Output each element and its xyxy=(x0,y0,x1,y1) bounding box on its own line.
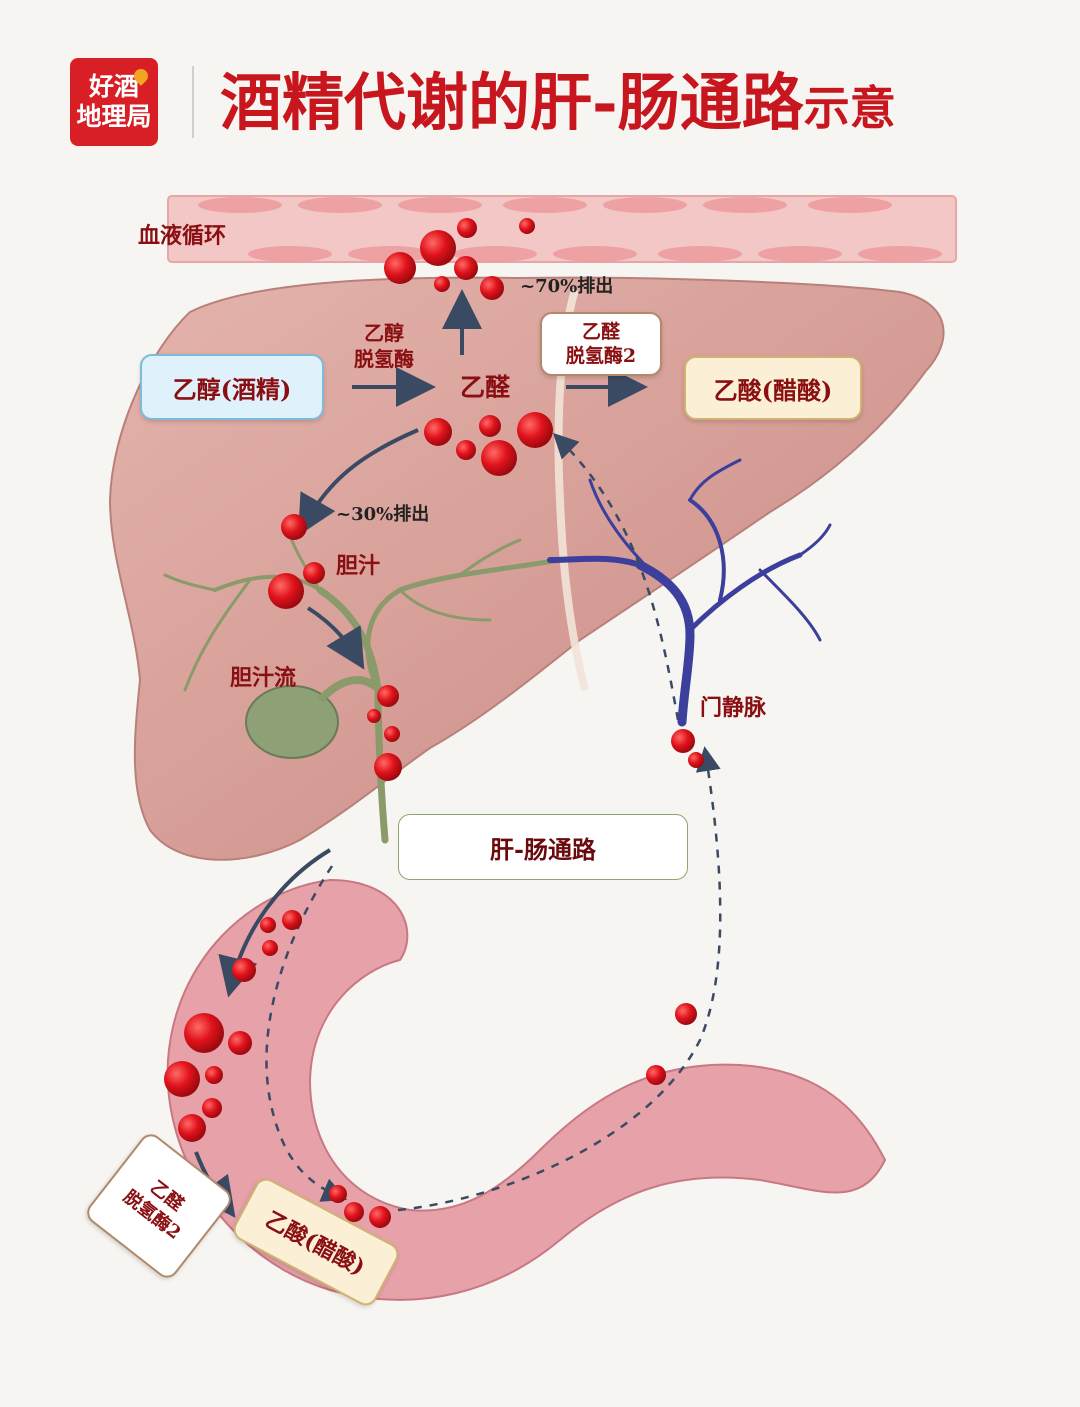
alcohol-molecule xyxy=(184,1013,224,1053)
alcohol-molecule xyxy=(454,256,478,280)
brand-logo: 好酒 地理局 xyxy=(70,58,158,146)
alcohol-molecule xyxy=(205,1066,223,1084)
alcohol-molecule xyxy=(519,218,535,234)
enzyme-aldh2-box: 乙醛 脱氢酶2 xyxy=(540,312,662,376)
gallbladder xyxy=(245,685,339,759)
cystic-duct xyxy=(317,676,383,703)
logo-line-1: 好酒 xyxy=(88,72,139,101)
alcohol-molecule xyxy=(303,562,325,584)
alcohol-molecule xyxy=(384,726,400,742)
acetic-acid-box: 乙酸(醋酸) xyxy=(684,356,862,420)
alcohol-molecule xyxy=(232,958,256,982)
enzyme-aldh2-line-1: 乙醛 xyxy=(581,321,620,343)
alcohol-molecule xyxy=(260,917,276,933)
alcohol-molecule xyxy=(329,1185,347,1203)
alcohol-molecule xyxy=(479,415,501,437)
alcohol-molecule xyxy=(377,685,399,707)
alcohol-molecule xyxy=(369,1206,391,1228)
title-main: 酒精代谢的肝-肠通路 xyxy=(220,66,804,139)
blood-vessel xyxy=(167,195,957,263)
page-title: 酒精代谢的肝-肠通路示意 xyxy=(220,58,896,148)
alcohol-molecule xyxy=(384,252,416,284)
label-blood-circulation: 血液循环 xyxy=(138,223,227,249)
enzyme-adh-line-1: 乙醇 xyxy=(364,321,404,345)
alcohol-molecule xyxy=(481,440,517,476)
alcohol-molecule xyxy=(202,1098,222,1118)
enzyme-adh-line-2: 脱氢酶 xyxy=(354,347,414,371)
label-excrete-30: ~30%排出 xyxy=(336,504,430,525)
alcohol-molecule xyxy=(367,709,381,723)
portal-vein xyxy=(547,458,832,727)
alcohol-molecule xyxy=(344,1202,364,1222)
label-excrete-70: ~70%排出 xyxy=(520,276,614,297)
label-acetaldehyde: 乙醛 xyxy=(460,373,511,402)
alcohol-molecule xyxy=(420,230,456,266)
alcohol-molecule xyxy=(434,276,450,292)
alcohol-molecule xyxy=(178,1114,206,1142)
alcohol-molecule xyxy=(268,573,304,609)
label-portal-vein: 门静脉 xyxy=(700,695,767,721)
molecule-group xyxy=(164,218,704,1228)
alcohol-molecule xyxy=(671,729,695,753)
alcohol-molecule xyxy=(646,1065,666,1085)
alcohol-molecule xyxy=(281,514,307,540)
header: 好酒 地理局 酒精代谢的肝-肠通路示意 xyxy=(0,0,1080,170)
alcohol-molecule xyxy=(457,218,477,238)
alcohol-molecule xyxy=(480,276,504,300)
alcohol-molecule xyxy=(688,752,704,768)
alcohol-molecule xyxy=(228,1031,252,1055)
alcohol-molecule xyxy=(164,1061,200,1097)
alcohol-molecule xyxy=(675,1003,697,1025)
title-suffix: 示意 xyxy=(803,81,896,135)
enzyme-aldh2-line-2: 脱氢酶2 xyxy=(565,345,637,367)
alcohol-molecule xyxy=(374,753,402,781)
logo-line-2: 地理局 xyxy=(76,102,152,131)
alcohol-molecule xyxy=(424,418,452,446)
liver-gut-pathway-box: 肝-肠通路 xyxy=(398,814,688,880)
alcohol-molecule xyxy=(282,910,302,930)
alcohol-molecule xyxy=(456,440,476,460)
alcohol-molecule xyxy=(517,412,553,448)
label-bile: 胆汁 xyxy=(336,553,381,579)
header-divider xyxy=(192,66,194,138)
label-bile-flow: 胆汁流 xyxy=(230,665,297,691)
label-enzyme-adh: 乙醇 脱氢酶 xyxy=(344,320,424,372)
ethanol-box: 乙醇(酒精) xyxy=(140,354,324,420)
alcohol-molecule xyxy=(262,940,278,956)
